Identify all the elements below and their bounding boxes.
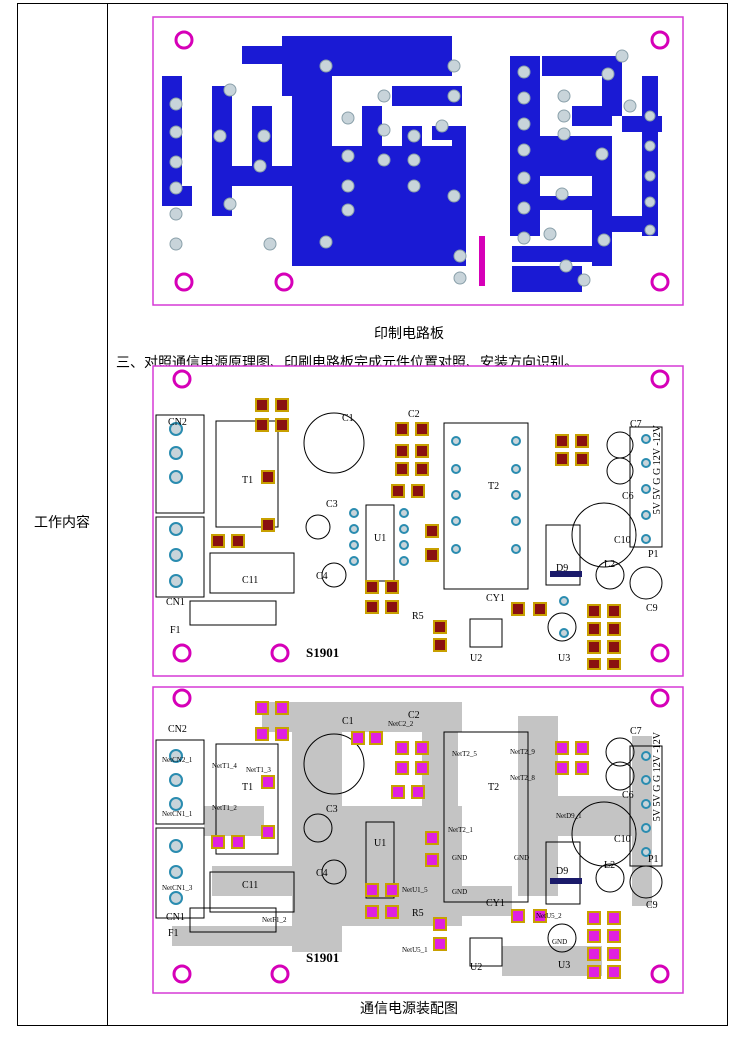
asm-label-p1: P1 bbox=[648, 854, 659, 865]
asm-label-cy1: CY1 bbox=[486, 898, 505, 909]
net-label: NetU5_1 bbox=[402, 946, 428, 954]
asm-label-f1: F1 bbox=[168, 928, 179, 939]
asm-board-model-label: S1901 bbox=[306, 950, 340, 965]
label-c7: C7 bbox=[630, 419, 642, 430]
asm-label-c6: C6 bbox=[622, 790, 634, 801]
net-label: GND bbox=[552, 938, 568, 946]
label-l2: L2 bbox=[604, 559, 616, 570]
pcb-copper-image bbox=[152, 16, 684, 306]
label-u3: U3 bbox=[558, 653, 571, 664]
asm-label-r5: R5 bbox=[412, 908, 424, 919]
asm-label-c7: C7 bbox=[630, 726, 642, 737]
net-label: NetU5_2 bbox=[536, 912, 562, 920]
row-label: 工作内容 bbox=[34, 515, 90, 531]
pcb-pad-icons bbox=[169, 49, 656, 287]
label-c1: C1 bbox=[342, 413, 354, 424]
copper-left bbox=[162, 36, 466, 266]
asm-label-cn2: CN2 bbox=[168, 724, 187, 735]
asm-label-t2: T2 bbox=[488, 782, 500, 793]
net-label: NetC2_2 bbox=[388, 720, 414, 728]
label-c10: C10 bbox=[614, 535, 631, 546]
net-label: GND bbox=[452, 854, 468, 862]
net-label: NetF1_2 bbox=[262, 916, 287, 924]
net-label: NetT1_3 bbox=[246, 766, 271, 774]
asm-label-c4: C4 bbox=[316, 868, 328, 879]
pcb-caption: 印制电路板 bbox=[374, 326, 444, 342]
assembly-caption: 通信电源装配图 bbox=[360, 1001, 458, 1017]
label-c2: C2 bbox=[408, 409, 420, 420]
net-label: NetT2_1 bbox=[448, 826, 473, 834]
label-c4: C4 bbox=[316, 571, 328, 582]
label-cn1: CN1 bbox=[166, 597, 185, 608]
label-u1: U1 bbox=[374, 533, 387, 544]
net-label: NetCN1_1 bbox=[162, 810, 193, 818]
asm-label-c9: C9 bbox=[646, 900, 658, 911]
asm-label-c1: C1 bbox=[342, 716, 354, 727]
net-label: NetT1_2 bbox=[212, 804, 237, 812]
table-column-divider bbox=[107, 3, 108, 1026]
asm-label-c11: C11 bbox=[242, 880, 259, 891]
net-label: NetT2_8 bbox=[510, 774, 535, 782]
asm-label-l2: L2 bbox=[604, 860, 616, 871]
asm-label-c2: C2 bbox=[408, 710, 420, 721]
label-c9: C9 bbox=[646, 603, 658, 614]
silkscreen-image bbox=[152, 365, 684, 677]
asm-label-c10: C10 bbox=[614, 834, 631, 845]
net-label: GND bbox=[514, 854, 530, 862]
net-label: GND bbox=[452, 888, 468, 896]
net-label: NetU1_5 bbox=[402, 886, 428, 894]
table-frame bbox=[17, 3, 728, 1026]
net-label: NetT2_9 bbox=[510, 748, 535, 756]
board-model-label: S1901 bbox=[306, 645, 340, 660]
net-label: NetT2_5 bbox=[452, 750, 477, 758]
mount-hole-icons bbox=[174, 30, 670, 292]
label-f1: F1 bbox=[170, 625, 181, 636]
label-cy1: CY1 bbox=[486, 593, 505, 604]
net-label: NetT1_4 bbox=[212, 762, 237, 770]
label-d9: D9 bbox=[556, 563, 569, 574]
net-label: NetCN1_3 bbox=[162, 884, 193, 892]
label-t2: T2 bbox=[488, 481, 500, 492]
label-r5: R5 bbox=[412, 611, 424, 622]
label-t1: T1 bbox=[242, 475, 254, 486]
asm-label-u2: U2 bbox=[470, 962, 483, 973]
asm-label-u1: U1 bbox=[374, 838, 387, 849]
label-c3: C3 bbox=[326, 499, 338, 510]
net-label: NetD9_1 bbox=[556, 812, 582, 820]
asm-label-d9: D9 bbox=[556, 866, 569, 877]
label-p1: P1 bbox=[648, 549, 659, 560]
assembly-image bbox=[152, 686, 684, 994]
asm-label-t1: T1 bbox=[242, 782, 254, 793]
assembly-board: CN2 CN1 F1 T1 T2 U1 U2 U3 CY1 P1 D9 L2 C… bbox=[152, 686, 684, 994]
label-c8: C6 bbox=[622, 491, 634, 502]
asm-label-output-pins: 5V 5V G G 12V -12V bbox=[652, 732, 663, 822]
net-label: NetCN2_1 bbox=[162, 756, 193, 764]
silkscreen-board: CN2 CN1 F1 T1 T2 U1 U2 U3 CY1 P1 D9 L2 C… bbox=[152, 365, 684, 677]
asm-label-c3: C3 bbox=[326, 804, 338, 815]
label-output-pins: 5V 5V G G 12V -12V bbox=[652, 425, 663, 515]
label-u2: U2 bbox=[470, 653, 483, 664]
label-cn2: CN2 bbox=[168, 417, 187, 428]
asm-label-u3: U3 bbox=[558, 960, 571, 971]
asm-label-cn1: CN1 bbox=[166, 912, 185, 923]
label-c11: C11 bbox=[242, 575, 259, 586]
